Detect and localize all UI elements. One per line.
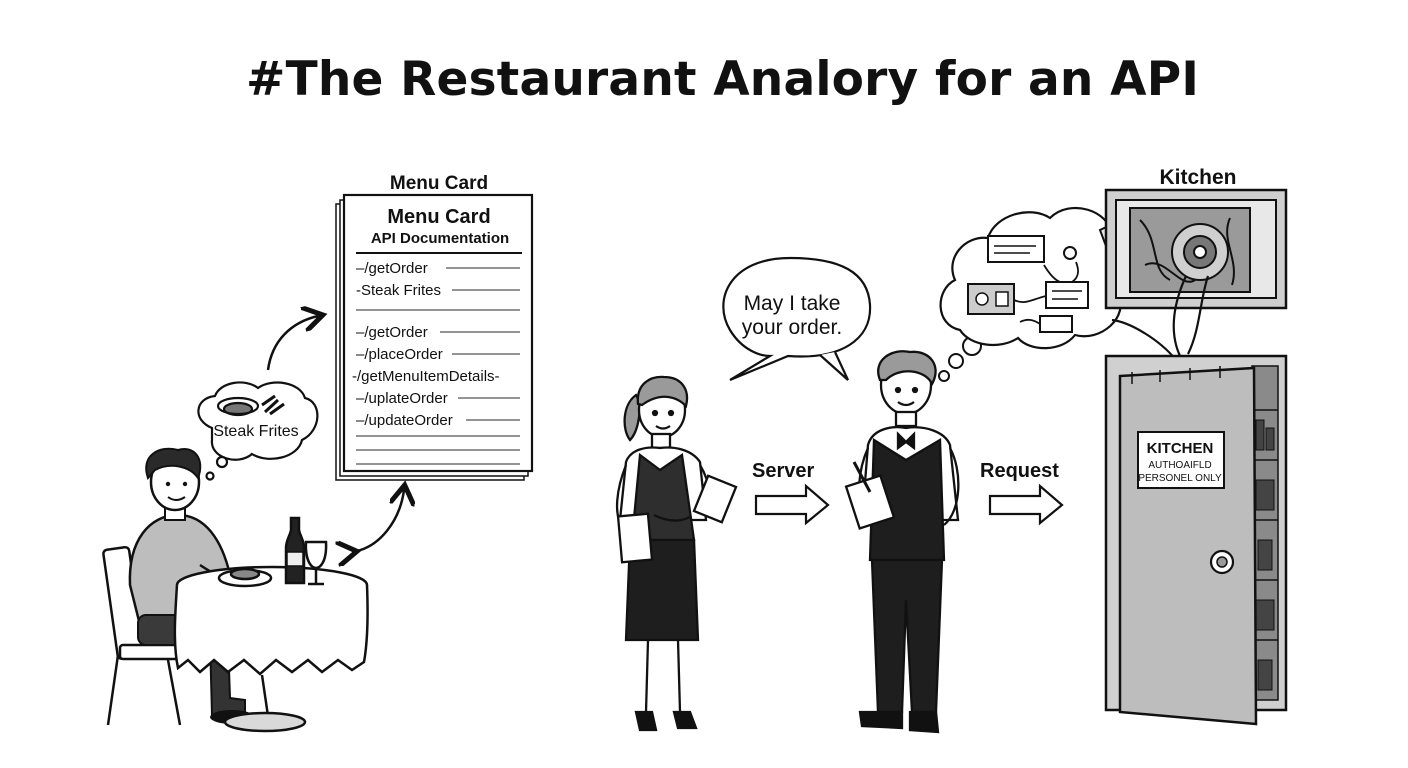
page-title: #The Restaurant Analory for an API [246,52,1200,107]
request-arrow-icon [988,483,1064,526]
waitress [615,375,738,732]
arrow-menu-table [352,490,404,552]
customer-scene: Steak Frites [102,381,369,733]
menu-subheading: API Documentation [371,230,509,247]
kitchen-sign [1137,431,1225,489]
screen-icon [987,235,1045,263]
gear-icon [1063,246,1077,260]
kitchen-door[interactable] [1118,366,1258,726]
kitchen-caption: Kitchen [1159,166,1236,189]
pen-icon [852,461,872,493]
dining-table [173,516,369,733]
menu-item: –/getOrder [356,324,428,341]
menu-item: –/uplateOrder [356,390,448,407]
sign-line-1: KITCHEN [1147,440,1214,457]
sign-line-3: PERSONEL ONLY [1138,473,1222,484]
menu-item: -Steak Frites [356,282,441,299]
sign-line-2: AUTHOAIFLD [1148,460,1211,471]
server-box-icon [1045,281,1089,309]
arrow-to-menu [266,316,318,371]
napkin [616,512,654,564]
menu-item: –/placeOrder [356,346,443,363]
waiter [844,350,960,734]
menu-item: -/getMenuItemDetails- [352,368,500,385]
tablet-icon [692,474,738,524]
speech-line-2: your order. [742,316,842,339]
server-arrow-icon [754,483,830,526]
chip-icon [1039,315,1073,333]
server-label: Server [752,460,814,482]
menu-caption: Menu Card [390,173,488,194]
menu-card: Menu Card Menu Card API Documentation –/… [335,173,534,481]
kitchen-thought-bubble [939,207,1134,350]
menu-arrows [266,316,404,552]
customer-thought-bubble [197,381,319,481]
speech-line-1: May I take [744,292,841,315]
menu-item: –/getOrder [356,260,428,277]
server-speech-bubble: May I take your order. [722,256,872,382]
menu-heading: Menu Card [387,206,490,228]
menu-item: –/updateOrder [356,412,453,429]
waiter-thought-trail [938,336,982,382]
request-label: Request [980,460,1059,482]
kitchen: Kitchen [1104,166,1288,726]
customer-thought-text: Steak Frites [213,423,298,440]
